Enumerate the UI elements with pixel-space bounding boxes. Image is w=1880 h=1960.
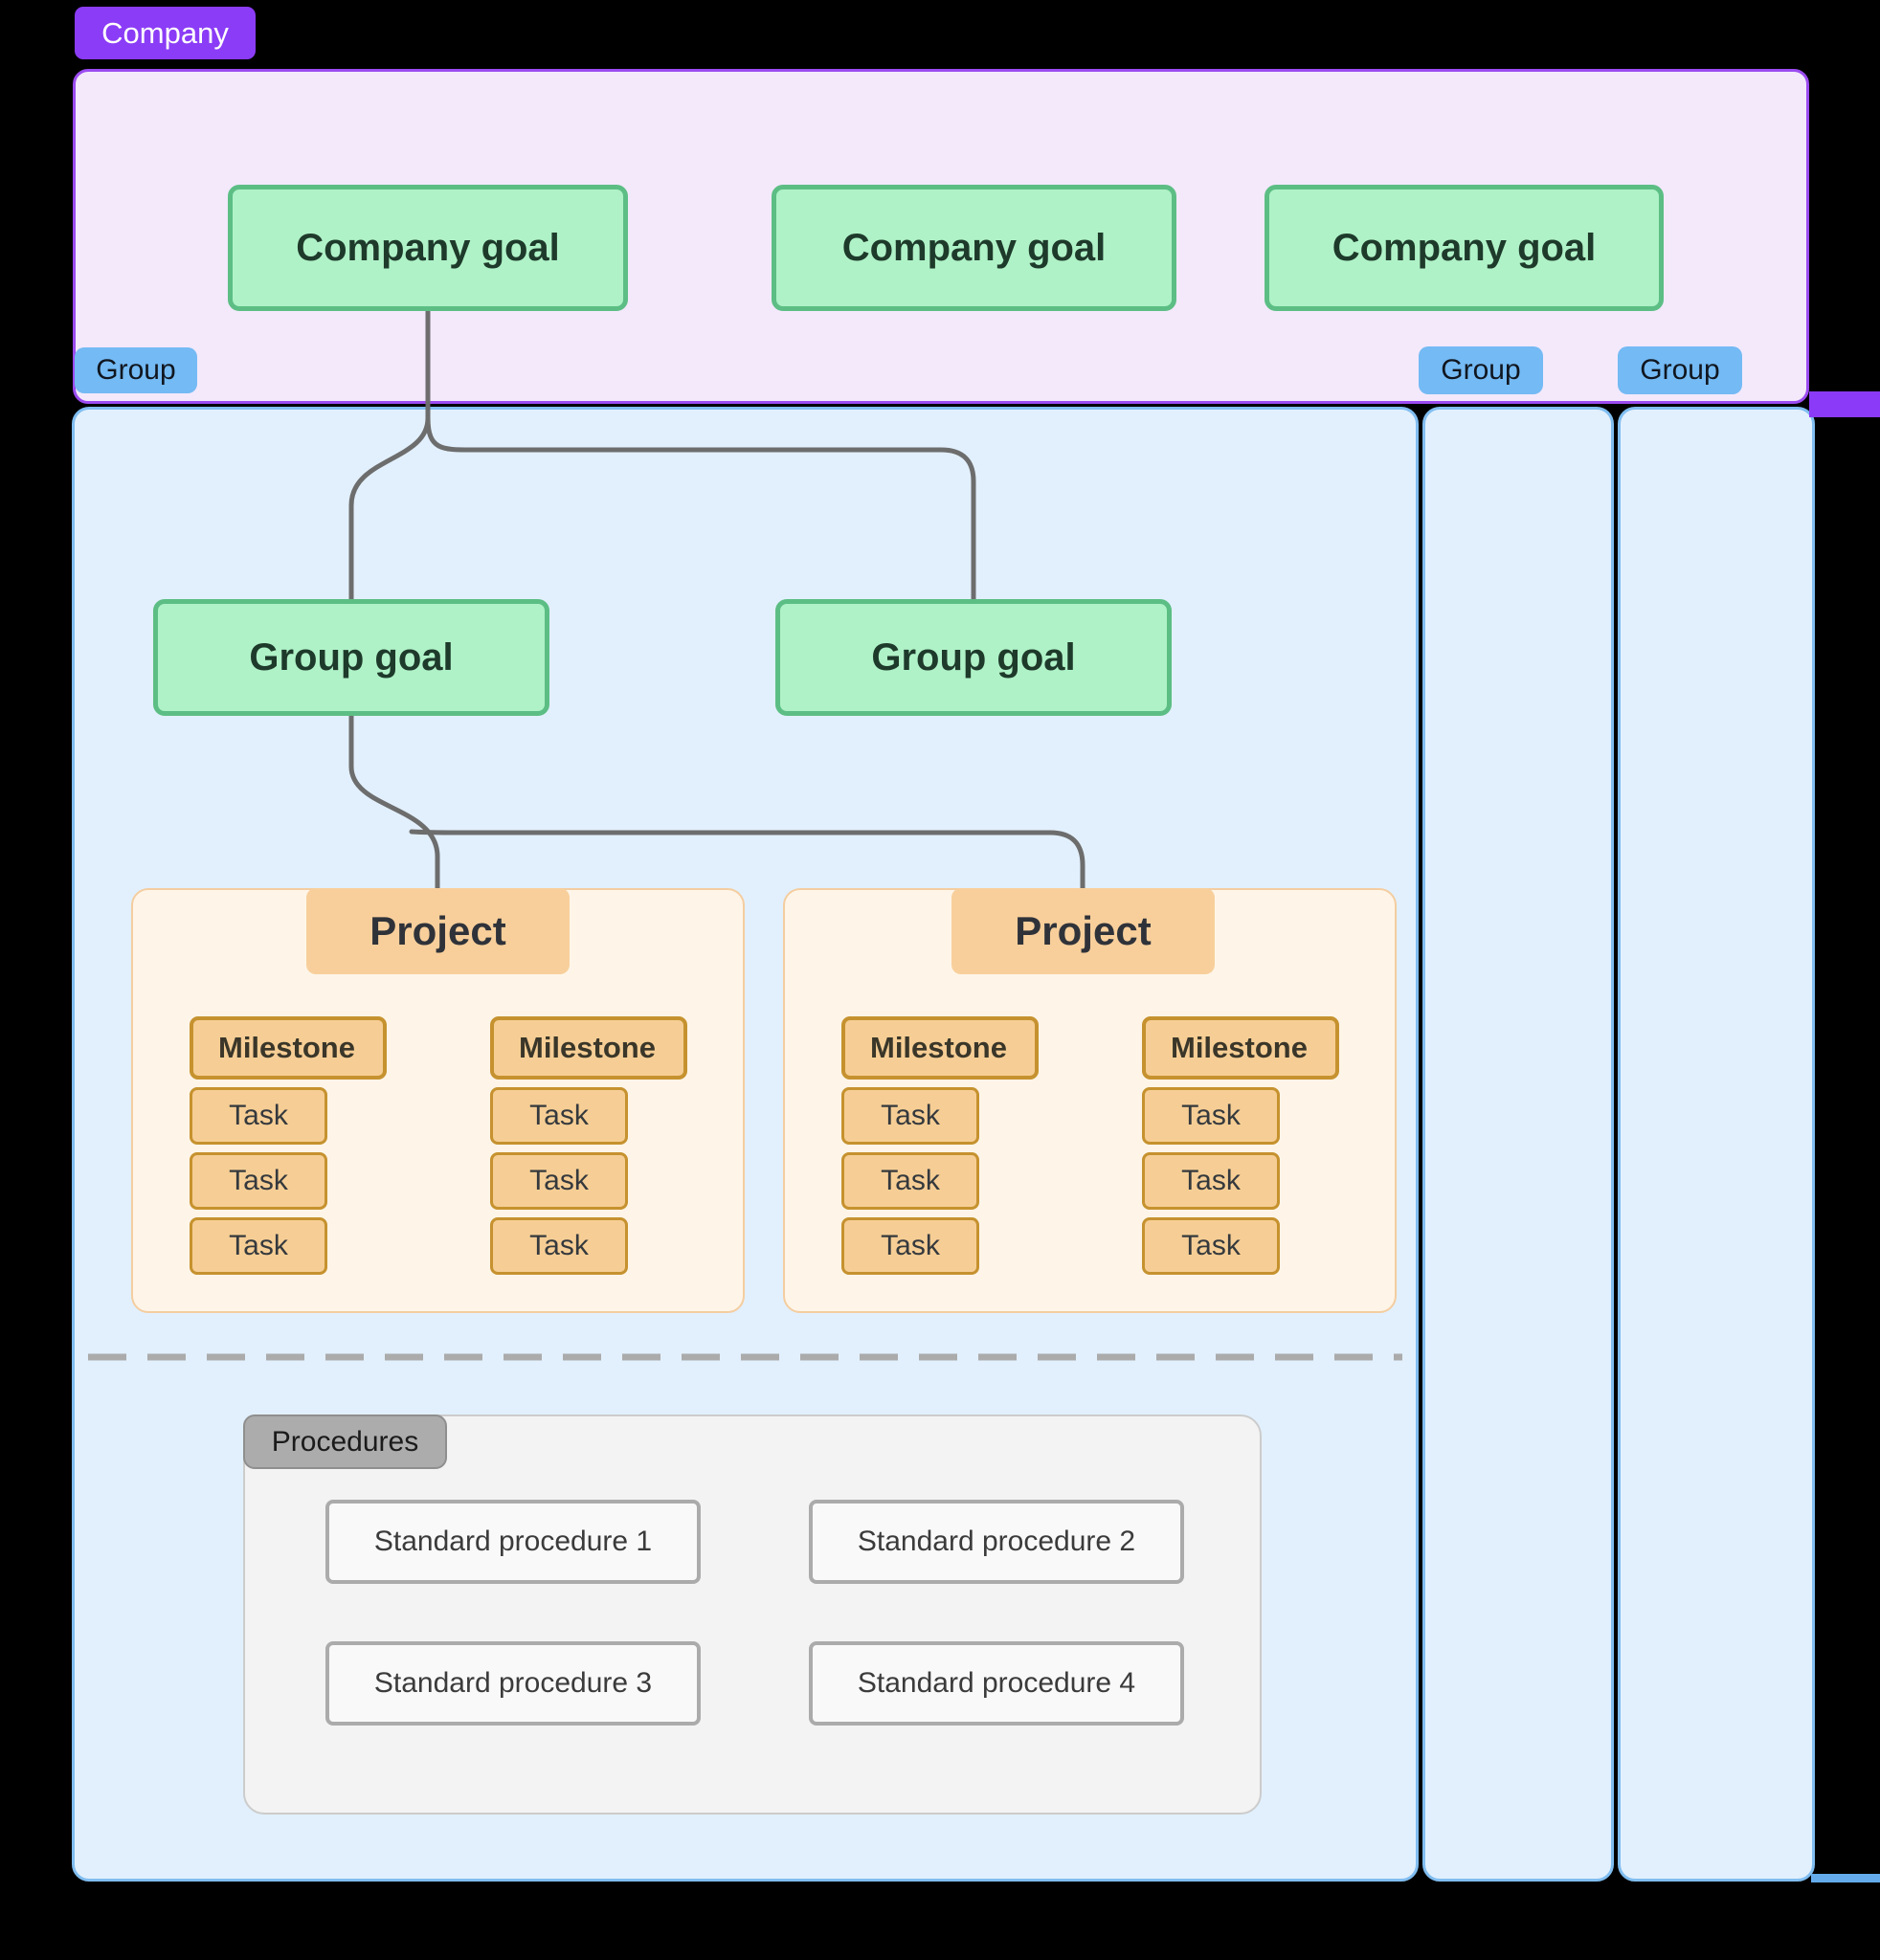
task-node[interactable]: Task: [1142, 1217, 1280, 1275]
task-label: Task: [881, 1230, 940, 1261]
procedure-item-label: Standard procedure 2: [857, 1526, 1136, 1557]
group-goal-label: Group goal: [249, 635, 454, 679]
company-goal-label: Company goal: [296, 226, 560, 269]
task-label: Task: [881, 1100, 940, 1131]
group-goal-label: Group goal: [871, 635, 1076, 679]
company-badge[interactable]: Company: [75, 7, 256, 59]
procedures-container[interactable]: [243, 1414, 1262, 1815]
task-label: Task: [1181, 1230, 1241, 1261]
procedures-badge-label: Procedures: [271, 1425, 419, 1458]
milestone-label: Milestone: [870, 1031, 1007, 1064]
group-badge-1[interactable]: Group: [75, 347, 197, 393]
task-node[interactable]: Task: [190, 1087, 327, 1145]
procedure-item-label: Standard procedure 3: [373, 1667, 653, 1699]
milestone-node[interactable]: Milestone: [190, 1016, 387, 1080]
procedures-badge[interactable]: Procedures: [243, 1414, 447, 1469]
task-node[interactable]: Task: [841, 1087, 979, 1145]
task-label: Task: [529, 1165, 589, 1196]
milestone-node[interactable]: Milestone: [841, 1016, 1039, 1080]
company-goal-label: Company goal: [841, 226, 1107, 269]
task-label: Task: [1181, 1165, 1241, 1196]
company-goal-node[interactable]: Company goal: [1265, 185, 1664, 311]
procedure-item-label: Standard procedure 1: [373, 1526, 653, 1557]
procedure-item-label: Standard procedure 4: [857, 1667, 1136, 1699]
task-node[interactable]: Task: [1142, 1087, 1280, 1145]
milestone-label: Milestone: [519, 1031, 656, 1064]
group-badge-label: Group: [1441, 354, 1521, 386]
task-label: Task: [1181, 1100, 1241, 1131]
task-label: Task: [229, 1100, 288, 1131]
project-header-label: Project: [1015, 908, 1152, 953]
selection-handle-blue[interactable]: [1811, 1874, 1880, 1882]
task-node[interactable]: Task: [490, 1217, 628, 1275]
task-label: Task: [529, 1100, 589, 1131]
task-label: Task: [881, 1165, 940, 1196]
group-goal-node[interactable]: Group goal: [775, 599, 1172, 716]
task-node[interactable]: Task: [841, 1152, 979, 1210]
group-badge-label: Group: [96, 354, 176, 386]
company-badge-label: Company: [101, 15, 229, 50]
milestone-node[interactable]: Milestone: [490, 1016, 687, 1080]
task-label: Task: [229, 1230, 288, 1261]
procedure-item[interactable]: Standard procedure 4: [809, 1641, 1184, 1726]
group-container-2[interactable]: [1422, 407, 1614, 1882]
procedure-item[interactable]: Standard procedure 3: [325, 1641, 701, 1726]
task-label: Task: [529, 1230, 589, 1261]
project-header-label: Project: [369, 908, 506, 953]
procedure-item[interactable]: Standard procedure 1: [325, 1500, 701, 1584]
group-goal-node[interactable]: Group goal: [153, 599, 549, 716]
milestone-node[interactable]: Milestone: [1142, 1016, 1339, 1080]
company-goal-label: Company goal: [1332, 226, 1597, 269]
procedure-item[interactable]: Standard procedure 2: [809, 1500, 1184, 1584]
task-node[interactable]: Task: [1142, 1152, 1280, 1210]
task-node[interactable]: Task: [190, 1217, 327, 1275]
task-node[interactable]: Task: [490, 1087, 628, 1145]
task-label: Task: [229, 1165, 288, 1196]
group-badge-label: Group: [1640, 354, 1720, 386]
group-badge-2[interactable]: Group: [1419, 346, 1543, 394]
task-node[interactable]: Task: [490, 1152, 628, 1210]
company-goal-node[interactable]: Company goal: [228, 185, 628, 311]
milestone-label: Milestone: [1171, 1031, 1308, 1064]
selection-handle-purple[interactable]: [1809, 391, 1880, 417]
group-badge-3[interactable]: Group: [1618, 346, 1742, 394]
project-header-1[interactable]: Project: [306, 888, 570, 974]
company-goal-node[interactable]: Company goal: [772, 185, 1176, 311]
group-container-3[interactable]: [1618, 407, 1815, 1882]
project-header-2[interactable]: Project: [951, 888, 1215, 974]
task-node[interactable]: Task: [190, 1152, 327, 1210]
milestone-label: Milestone: [218, 1031, 355, 1064]
task-node[interactable]: Task: [841, 1217, 979, 1275]
